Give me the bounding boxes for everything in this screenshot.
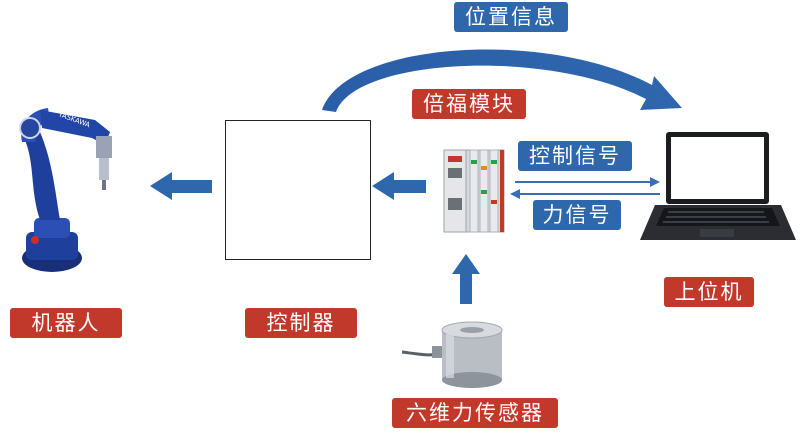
position-info-label: 位置信息	[454, 2, 568, 32]
host-computer-label: 上位机	[664, 277, 754, 307]
controller-frame	[225, 120, 371, 260]
robot-arm-icon: YASKAWA	[19, 108, 112, 272]
control-signal-label: 控制信号	[518, 141, 632, 171]
force-signal-label: 力信号	[533, 200, 621, 230]
beckhoff-module-icon	[443, 149, 505, 233]
control-signal-arrowhead	[650, 177, 660, 187]
sensor-to-module-arrow	[452, 254, 480, 304]
six-axis-sensor-label: 六维力传感器	[392, 398, 558, 428]
beckhoff-module-label: 倍福模块	[412, 89, 526, 119]
force-sensor-icon	[401, 321, 503, 388]
laptop-icon	[640, 132, 796, 240]
robot-label: 机器人	[10, 308, 122, 338]
controller-label: 控制器	[245, 308, 357, 338]
module-to-controller-arrow	[372, 172, 426, 200]
controller-to-robot-arrow	[150, 172, 212, 200]
force-signal-arrowhead	[510, 189, 520, 199]
position-info-curved-arrow	[322, 49, 682, 112]
